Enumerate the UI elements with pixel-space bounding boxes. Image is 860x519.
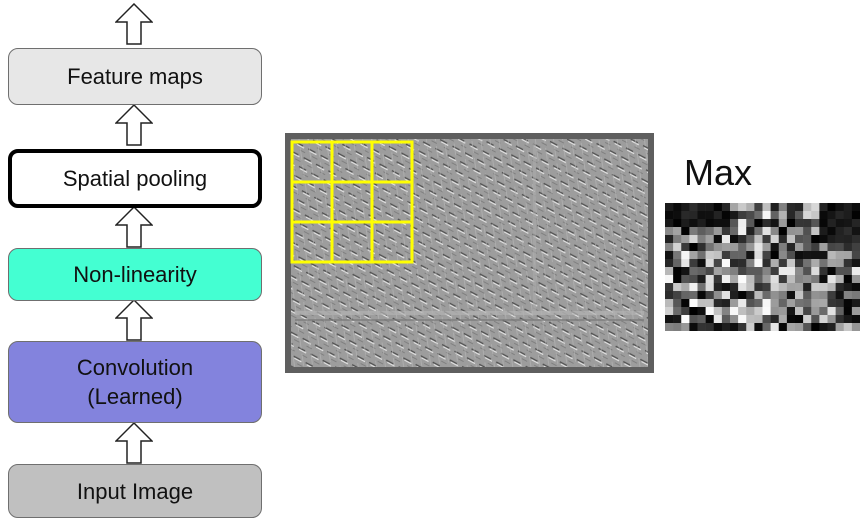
max-label: Max xyxy=(684,152,753,193)
nonlinearity-box: Non-linearity xyxy=(8,248,262,301)
spatial-pooling-box: Spatial pooling xyxy=(8,149,262,208)
feature-map-image xyxy=(285,133,654,373)
nonlinearity-label: Non-linearity xyxy=(73,262,197,287)
spatial-pooling-label: Spatial pooling xyxy=(62,166,208,191)
convolution-sublabel: (Learned) xyxy=(87,384,183,409)
input-image-box: Input Image xyxy=(8,464,262,518)
up-arrow-icon xyxy=(115,206,153,248)
pooling-grid xyxy=(290,140,414,264)
feature-maps-box: Feature maps xyxy=(8,48,262,105)
up-arrow-icon xyxy=(115,104,153,146)
up-arrow-icon xyxy=(115,422,153,464)
input-image-label: Input Image xyxy=(76,478,194,504)
up-arrow-icon xyxy=(115,3,153,45)
convolution-box: Convolution (Learned) xyxy=(8,341,262,423)
convolution-label: Convolution xyxy=(76,355,194,380)
up-arrow-icon xyxy=(115,299,153,341)
max-pooled-map xyxy=(665,203,860,331)
pooling-cell xyxy=(370,220,414,264)
feature-maps-label: Feature maps xyxy=(67,64,203,89)
